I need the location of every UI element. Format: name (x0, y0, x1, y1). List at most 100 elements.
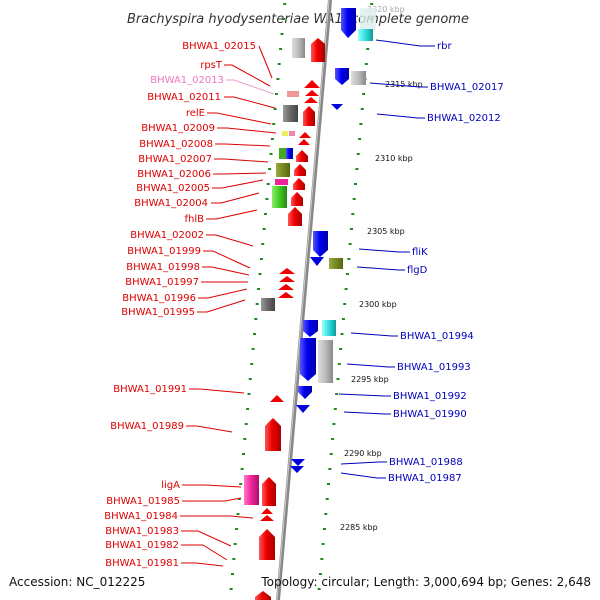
gene-label-left[interactable]: BHWA1_01995 (121, 307, 195, 318)
gene-label-left[interactable]: BHWA1_02005 (136, 183, 210, 194)
gene-label-right[interactable]: BHWA1_02017 (430, 82, 504, 93)
gene-label-left[interactable]: rpsT (200, 60, 223, 71)
gene-BHWA1_02013[interactable] (287, 91, 299, 97)
gene-label-left[interactable]: BHWA1_01989 (110, 421, 184, 432)
left-tick-mark (254, 318, 258, 320)
gene-label-left[interactable]: BHWA1_01982 (105, 540, 179, 551)
gene-BHWA1_01992[interactable] (298, 386, 312, 399)
gene-label-right[interactable]: fliK (412, 247, 428, 258)
scale-label: 2320 kbp (367, 5, 405, 14)
gene-label-right[interactable]: BHWA1_01987 (388, 473, 462, 484)
scale-label: 2285 kbp (340, 523, 378, 532)
gene-BHWA1_01997[interactable] (278, 284, 294, 290)
gene-label-left[interactable]: BHWA1_02011 (147, 92, 221, 103)
gene-label-left[interactable]: BHWA1_01985 (106, 496, 180, 507)
right-tick-mark (318, 573, 322, 575)
gene-fliK[interactable] (313, 231, 328, 257)
gene-BHWA1_02005[interactable] (275, 179, 288, 185)
left-tick-mark (268, 168, 272, 170)
gene-BHWA1_01984[interactable] (260, 515, 274, 521)
left-tick-mark (279, 48, 283, 50)
gene-label-left[interactable]: BHWA1_01984 (104, 511, 178, 522)
left-tick-mark (276, 78, 280, 80)
gene-BHWA1_02006-arrow (294, 164, 306, 176)
gene-label-left[interactable]: BHWA1_02008 (139, 139, 213, 150)
gene-ligA[interactable] (244, 475, 259, 505)
scale-label: 2300 kbp (359, 300, 397, 309)
gene-BHWA1_02011[interactable] (283, 105, 298, 122)
gene-label-right[interactable]: flgD (407, 265, 428, 276)
gene-label-right[interactable]: BHWA1_01988 (389, 457, 463, 468)
gene-BHWA1_02007[interactable] (279, 148, 286, 159)
gene-label-left[interactable]: BHWA1_01999 (127, 246, 201, 257)
gene-label-left[interactable]: BHWA1_02013 (150, 75, 224, 86)
gene-label-left[interactable]: BHWA1_02002 (130, 230, 204, 241)
left-tick-mark (266, 183, 270, 185)
gene-BHWA1_02009[interactable] (282, 131, 288, 136)
gene-label-right[interactable]: rbr (437, 41, 452, 52)
left-tick-mark (273, 108, 277, 110)
gene-BHWA1_02012[interactable] (331, 104, 343, 110)
gene-BHWA1_01999[interactable] (279, 268, 295, 274)
left-callouts (180, 45, 277, 567)
right-tick-mark (355, 168, 359, 170)
gene-BHWA1_02015[interactable] (292, 38, 305, 58)
left-tick-mark (258, 273, 262, 275)
gene-BHWA1_01998[interactable] (279, 276, 295, 282)
gene-label-right[interactable]: BHWA1_01992 (393, 391, 467, 402)
gene-BHWA1_01989[interactable] (265, 418, 281, 451)
gene-label-left[interactable]: BHWA1_01996 (122, 293, 196, 304)
gene-label-left[interactable]: fhlB (185, 214, 205, 225)
gene-label-left[interactable]: BHWA1_01983 (105, 526, 179, 537)
gene-label-left[interactable]: BHWA1_02007 (138, 154, 212, 165)
gene-label-left[interactable]: BHWA1_02009 (141, 123, 215, 134)
gene-BHWA1_01988[interactable] (291, 459, 305, 466)
gene-BHWA1_02004[interactable] (272, 186, 287, 208)
gene-BHWA1_01990[interactable] (296, 405, 310, 413)
right-tick-mark (359, 123, 363, 125)
gene-fhlB[interactable] (288, 207, 302, 226)
left-tick-mark (265, 198, 269, 200)
gene-BHWA1_01991[interactable] (270, 395, 284, 402)
gene-BHWA1_02017[interactable] (335, 68, 349, 85)
scale-label: 2315 kbp (385, 80, 423, 89)
gene-rpsT[interactable] (304, 80, 320, 88)
left-tick-mark (280, 33, 284, 35)
gene-BHWA1_01983[interactable] (259, 529, 275, 560)
left-tick-mark (255, 303, 259, 305)
left-tick-mark (237, 498, 241, 500)
gene-label-right[interactable]: BHWA1_02012 (427, 113, 501, 124)
gene-BHWA1_02017-segment (351, 71, 366, 85)
gene-label-left[interactable]: relE (186, 108, 205, 119)
gene-label-right[interactable]: BHWA1_01990 (393, 409, 467, 420)
gene-rbr[interactable] (341, 8, 356, 38)
gene-BHWA1_02008[interactable] (298, 139, 310, 145)
gene-BHWA1_01987[interactable] (290, 466, 304, 473)
gene-BHWA1_02013-arrow (305, 90, 319, 96)
gene-BHWA1_01996[interactable] (278, 292, 294, 298)
right-tick-mark (356, 153, 360, 155)
gene-label-left[interactable]: BHWA1_02004 (134, 198, 208, 209)
right-tick-mark (345, 273, 349, 275)
right-tick-mark (347, 258, 351, 260)
left-tick-mark (231, 573, 234, 575)
gene-BHWA1_01994[interactable] (303, 320, 318, 337)
gene-label-left[interactable]: BHWA1_02006 (137, 169, 211, 180)
gene-relE[interactable] (303, 106, 315, 126)
gene-label-right[interactable]: BHWA1_01994 (400, 331, 474, 342)
gene-label-left[interactable]: BHWA1_01981 (105, 558, 179, 569)
gene-BHWA1_01995[interactable] (261, 298, 275, 311)
gene-label-left[interactable]: BHWA1_02015 (182, 41, 256, 52)
gene-flgD[interactable] (329, 258, 343, 269)
gene-BHWA1_01985[interactable] (261, 508, 273, 514)
right-tick-mark (354, 183, 357, 185)
gene-label-left[interactable]: ligA (161, 480, 180, 491)
gene-BHWA1_02006[interactable] (276, 163, 290, 177)
gene-BHWA1_01993[interactable] (300, 338, 316, 381)
gene-BHWA1_01981[interactable] (255, 591, 271, 600)
gene-label-left[interactable]: BHWA1_01991 (113, 384, 187, 395)
gene-label-left[interactable]: BHWA1_01997 (125, 277, 199, 288)
gene-label-left[interactable]: BHWA1_01998 (126, 262, 200, 273)
left-tick-mark (244, 423, 248, 425)
gene-label-right[interactable]: BHWA1_01993 (397, 362, 471, 373)
